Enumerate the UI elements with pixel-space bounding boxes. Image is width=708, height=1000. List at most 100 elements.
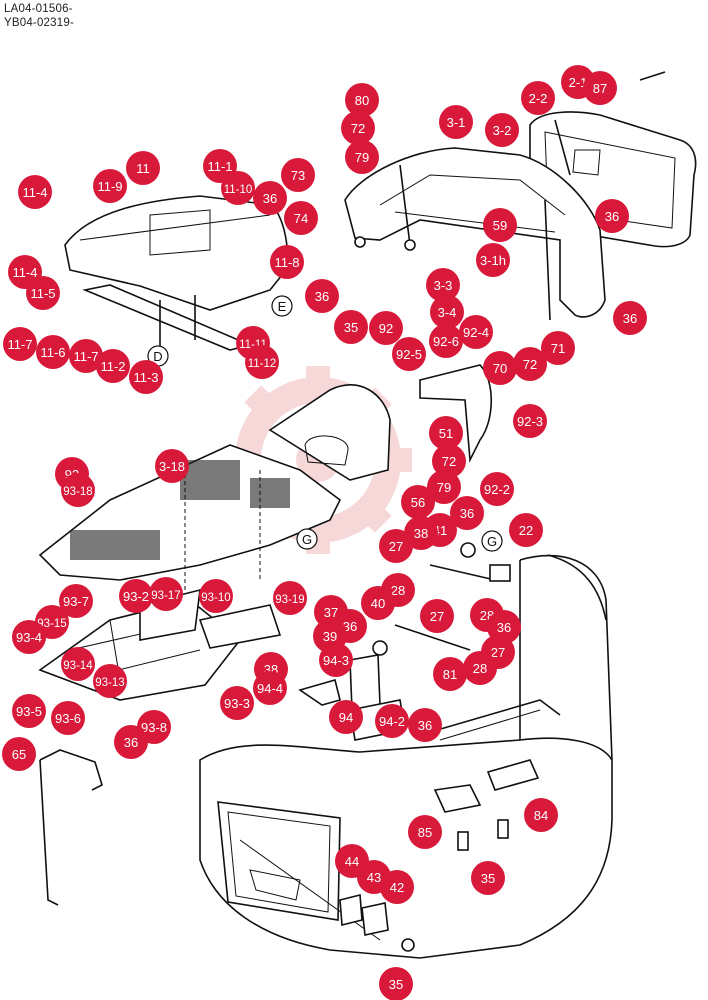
callout-marker <box>245 345 279 379</box>
callout-label: 11-4 <box>22 185 47 200</box>
callout-79: 79 <box>427 470 461 504</box>
callout-label: 36 <box>497 620 511 635</box>
callout-label: 3-2 <box>493 123 512 138</box>
callout-label: 28 <box>473 661 487 676</box>
callout-37: 37 <box>314 595 348 629</box>
callout-38: 38 <box>404 516 438 550</box>
callout-marker <box>476 243 510 277</box>
callout-label: 36 <box>343 619 357 634</box>
callout-36: 36 <box>450 496 484 530</box>
callout-label: 27 <box>389 539 403 554</box>
callout-marker <box>430 295 464 329</box>
callout-label: 3-1h <box>480 253 506 268</box>
callout-27: 27 <box>420 599 454 633</box>
callout-label: 28 <box>391 583 405 598</box>
callout-3-2: 3-2 <box>485 113 519 147</box>
callout-93-13: 93-13 <box>93 664 127 698</box>
callout-marker <box>485 113 519 147</box>
callout-93-4: 93-4 <box>12 620 46 654</box>
callout-label: 11-1 <box>207 159 232 174</box>
callout-label: 3-3 <box>434 278 453 293</box>
callout-93-10: 93-10 <box>199 579 233 613</box>
callout-marker <box>12 620 46 654</box>
callout-label: 93-15 <box>37 618 66 630</box>
callout-94-3: 94-3 <box>319 643 353 677</box>
callout-label: 93-14 <box>63 660 93 672</box>
callout-marker <box>541 331 575 365</box>
callout-marker <box>305 279 339 313</box>
callout-87: 87 <box>583 71 617 105</box>
callout-marker <box>284 201 318 235</box>
callout-92-2: 92-2 <box>480 472 514 506</box>
callout-marker <box>583 71 617 105</box>
callout-label: 3-1 <box>447 115 466 130</box>
callout-marker <box>36 335 70 369</box>
callout-marker <box>524 798 558 832</box>
callout-label: 94-3 <box>323 653 349 668</box>
callout-label: 22 <box>519 523 533 538</box>
callout-label: 93-7 <box>63 594 89 609</box>
callout-label: 11 <box>136 161 150 176</box>
callout-marker <box>408 815 442 849</box>
callout-marker <box>361 586 395 620</box>
callout-label: 38 <box>414 526 428 541</box>
callout-label: 36 <box>605 209 619 224</box>
callout-93-3: 93-3 <box>220 686 254 720</box>
callout-label: 94-2 <box>379 714 405 729</box>
callout-label: 94 <box>339 710 353 725</box>
callout-93-17: 93-17 <box>149 577 183 611</box>
callout-35: 35 <box>471 861 505 895</box>
callout-3-18: 3-18 <box>155 449 189 483</box>
callout-marker <box>12 694 46 728</box>
callout-label: 72 <box>523 357 537 372</box>
callout-marker <box>220 686 254 720</box>
callout-36: 36 <box>408 708 442 742</box>
callout-92-5: 92-5 <box>392 337 426 371</box>
callout-85: 85 <box>408 815 442 849</box>
callout-label: 92-6 <box>433 334 459 349</box>
callout-2-2: 2-2 <box>521 81 555 115</box>
callout-marker <box>375 704 409 738</box>
callout-label: 36 <box>263 191 277 206</box>
callout-93-2: 93-2 <box>119 579 153 613</box>
callout-marker <box>345 140 379 174</box>
callout-marker <box>314 595 348 629</box>
callout-72: 72 <box>432 444 466 478</box>
callout-label: 43 <box>367 870 381 885</box>
callout-93-18: 93-18 <box>61 473 95 507</box>
callout-label: 93-8 <box>141 720 167 735</box>
callout-11-6: 11-6 <box>36 335 70 369</box>
reference-letters: E D G G <box>147 295 503 552</box>
callout-11-5: 11-5 <box>26 276 60 310</box>
callout-label: 92-3 <box>517 414 543 429</box>
callout-marker <box>427 470 461 504</box>
callout-marker <box>149 577 183 611</box>
callout-label: 92-4 <box>463 325 489 340</box>
serial-range-line-2: YB04-02319- <box>4 17 74 29</box>
callout-marker <box>69 339 103 373</box>
callout-label: 87 <box>593 81 607 96</box>
callout-94-2: 94-2 <box>375 704 409 738</box>
callout-marker <box>319 643 353 677</box>
callout-74: 74 <box>284 201 318 235</box>
callout-marker <box>281 158 315 192</box>
callout-marker <box>439 105 473 139</box>
callout-label: 11-5 <box>30 286 55 301</box>
latch-bracket-42 <box>339 893 415 952</box>
callout-94-4: 94-4 <box>253 671 287 705</box>
callout-marker <box>93 664 127 698</box>
callout-11-3: 11-3 <box>129 360 163 394</box>
callout-11-7: 11-7 <box>69 339 103 373</box>
callout-92-6: 92-6 <box>429 324 463 358</box>
callout-73: 73 <box>281 158 315 192</box>
callout-marker <box>96 349 130 383</box>
callout-27: 27 <box>379 529 413 563</box>
callout-94: 94 <box>329 700 363 734</box>
callout-11-12: 11-12 <box>245 345 279 379</box>
callout-label: 37 <box>324 605 338 620</box>
ref-G-floor: G <box>302 532 312 547</box>
callout-marker <box>380 870 414 904</box>
callout-marker <box>433 657 467 691</box>
callout-label: 3-18 <box>159 459 185 474</box>
callout-marker <box>155 449 189 483</box>
